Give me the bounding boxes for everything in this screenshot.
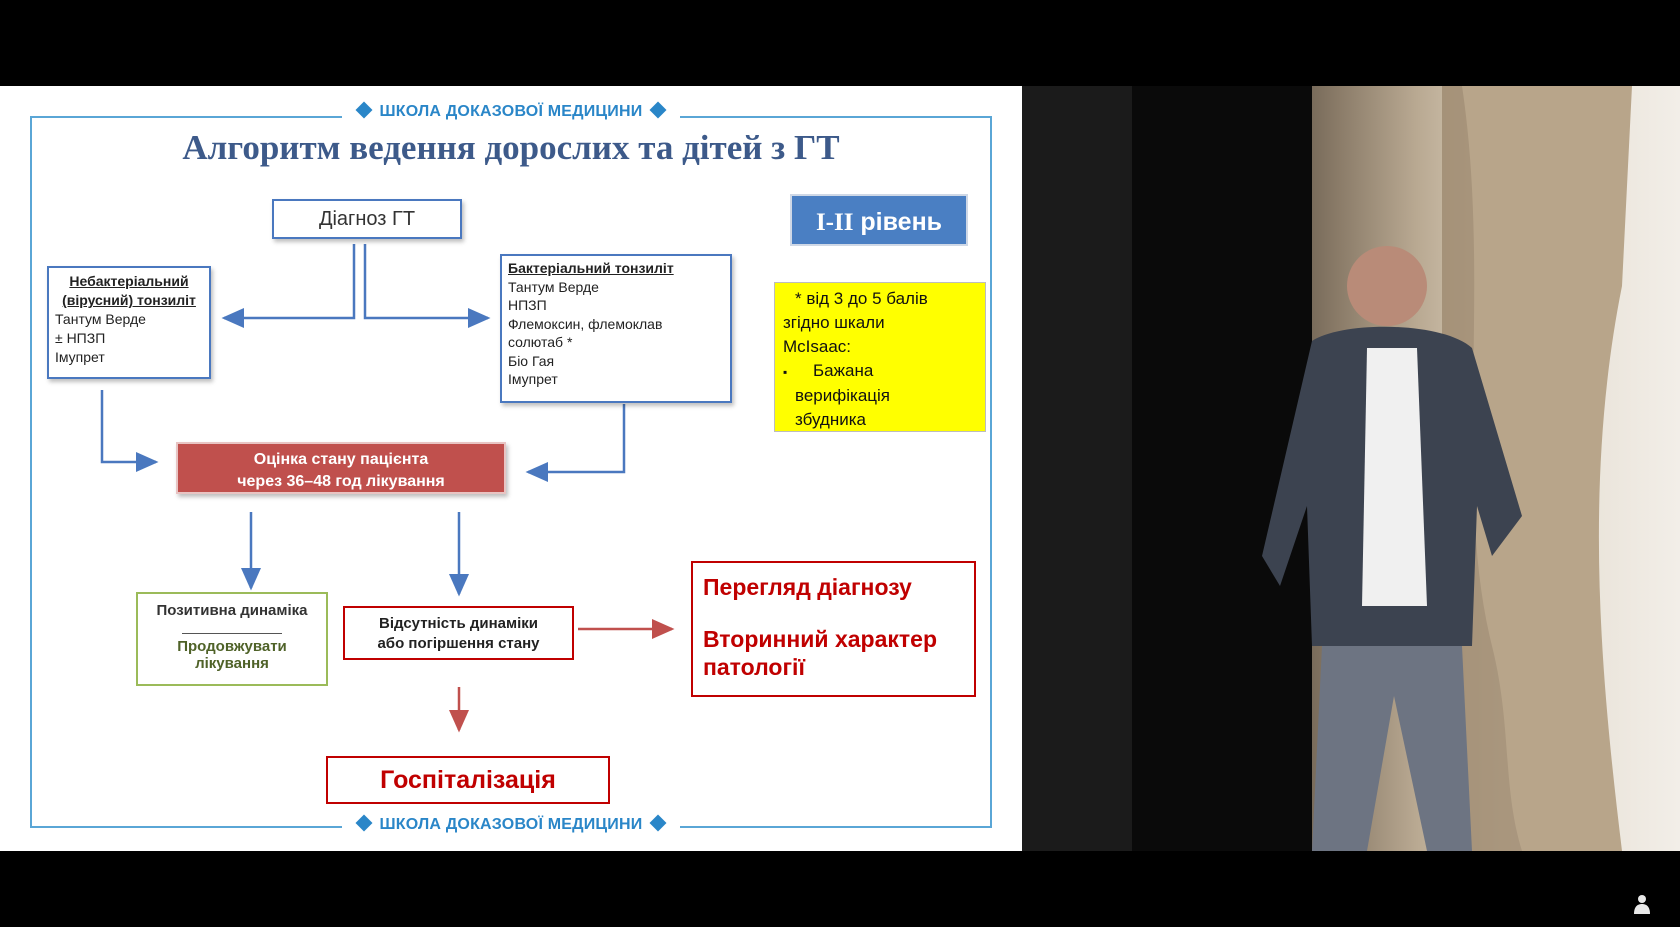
nonbacterial-heading-2: (вірусний) тонзиліт — [62, 292, 196, 308]
bacterial-item: солютаб * — [508, 334, 573, 350]
school-footer: ШКОЛА ДОКАЗОВОЇ МЕДИЦИНИ — [0, 814, 1022, 834]
note-line: McIsaac: — [783, 337, 852, 356]
note-line: верифікація — [795, 386, 890, 405]
flow-arrows — [100, 244, 675, 733]
nonbacterial-item: Тантум Верде — [55, 311, 146, 327]
bullet-icon: ▪ — [783, 365, 788, 379]
nonbacterial-heading-1: Небактеріальний — [69, 273, 189, 289]
no-dynamics-line: або погіршення стану — [377, 635, 540, 652]
bacterial-item: НПЗП — [508, 297, 547, 313]
review-diagnosis-box: Перегляд діагнозу Вторинний характер пат… — [691, 561, 976, 697]
bacterial-item: Флемоксин, флемоклав — [508, 315, 663, 332]
review-line: Вторинний характер — [703, 626, 937, 652]
note-line: * від 3 до 5 балів — [795, 289, 928, 308]
review-heading: Перегляд діагнозу — [703, 574, 912, 600]
speaker-scene — [1022, 86, 1632, 851]
positive-action: лікування — [195, 655, 269, 672]
review-line: патології — [703, 654, 805, 680]
presentation-slide: ШКОЛА ДОКАЗОВОЇ МЕДИЦИНИ Алгоритм веденн… — [0, 86, 1022, 851]
school-footer-label: ШКОЛА ДОКАЗОВОЇ МЕДИЦИНИ — [379, 816, 643, 833]
speaker-video — [1022, 86, 1680, 851]
level-roman: I-II — [815, 209, 854, 236]
evaluation-line: через 36–48 год лікування — [237, 473, 445, 490]
evaluation-line: Оцінка стану пацієнта — [253, 451, 429, 468]
note-line: Бажана — [813, 361, 874, 380]
bacterial-item: Тантум Верде — [508, 278, 599, 295]
mcisaac-note: * від 3 до 5 балів згідно шкали McIsaac:… — [774, 282, 986, 432]
school-header: ШКОЛА ДОКАЗОВОЇ МЕДИЦИНИ — [0, 101, 1022, 121]
no-dynamics-line: Відсутність динаміки — [379, 615, 538, 632]
level-badge: I-II рівень — [790, 194, 968, 246]
bacterial-item: Імупрет — [508, 371, 558, 387]
diagnosis-box: Діагноз ГТ — [272, 199, 462, 239]
bacterial-item: Біо Гая — [508, 352, 555, 369]
positive-heading: Позитивна динаміка — [156, 602, 308, 619]
channel-logo-icon — [1634, 895, 1650, 914]
nonbacterial-item: Імупрет — [55, 349, 105, 365]
bacterial-heading: Бактеріальний тонзиліт — [508, 260, 674, 276]
slide-title: Алгоритм ведення дорослих та дітей з ГТ — [182, 128, 840, 167]
evaluation-box: Оцінка стану пацієнта через 36–48 год лі… — [176, 442, 506, 494]
no-dynamics-box: Відсутність динаміки або погіршення стан… — [343, 606, 574, 660]
divider — [182, 633, 282, 634]
positive-action: Продовжувати — [177, 638, 287, 655]
positive-dynamics-box: Позитивна динаміка Продовжувати лікуванн… — [136, 592, 328, 686]
hospitalization-box: Госпіталізація — [326, 756, 610, 804]
bacterial-box: Бактеріальний тонзиліт Тантум Верде НПЗП… — [500, 254, 732, 403]
nonbacterial-item: ± НПЗП — [55, 330, 106, 346]
nonbacterial-box: Небактеріальний (вірусний) тонзиліт Тант… — [47, 266, 211, 379]
note-line: згідно шкали — [783, 313, 885, 332]
note-line: збудника — [795, 410, 866, 429]
diamond-icon — [355, 814, 373, 832]
level-word: рівень — [860, 208, 943, 236]
school-header-label: ШКОЛА ДОКАЗОВОЇ МЕДИЦИНИ — [379, 103, 643, 120]
diamond-icon — [649, 814, 667, 832]
